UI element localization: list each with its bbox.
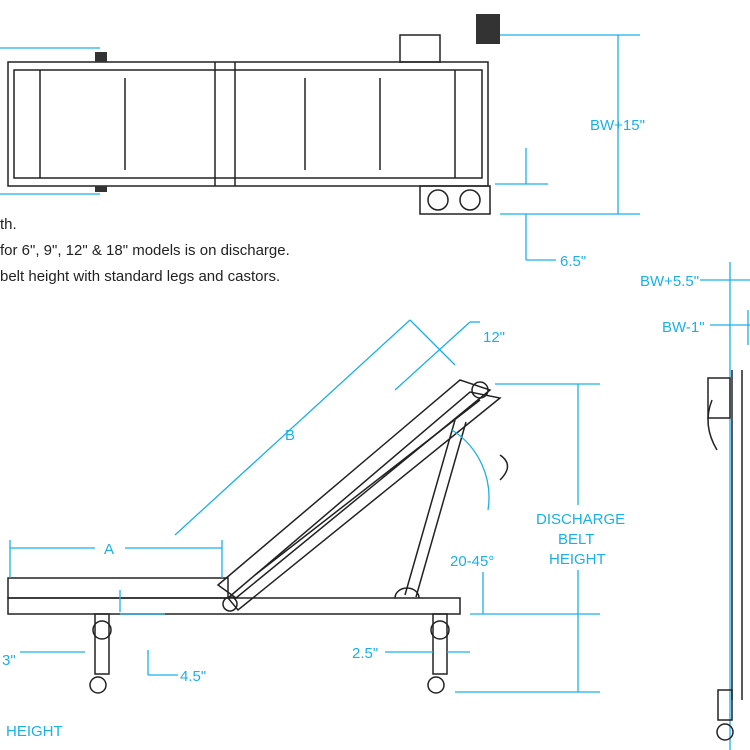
dim-2-5: 2.5"	[352, 645, 378, 662]
dim-bw-plus-5-5: BW+5.5"	[640, 273, 699, 290]
dim-discharge-1: DISCHARGE	[536, 511, 625, 528]
dim-12: 12"	[483, 329, 505, 346]
dim-3: 3"	[2, 652, 16, 669]
dim-a: A	[104, 541, 114, 558]
note-line-1: th.	[0, 216, 17, 233]
side-view-dimensions: 12" B A DISCHARGE BELT HEIGHT 20-45° 2.5…	[2, 319, 625, 740]
note-line-2: for 6", 9", 12" & 18" models is on disch…	[0, 242, 290, 259]
end-view: BW+5.5" BW-1"	[640, 262, 750, 750]
dim-bw-plus-15: BW+15"	[590, 117, 645, 134]
dim-angle: 20-45°	[450, 553, 494, 570]
dim-b: B	[285, 427, 295, 444]
side-view	[7, 379, 509, 694]
top-view-dimensions: BW+15" 6.5"	[0, 34, 645, 270]
dim-4-5: 4.5"	[180, 668, 206, 685]
dim-infeed-height: HEIGHT	[6, 723, 63, 740]
top-view	[7, 14, 500, 215]
dim-discharge-3: HEIGHT	[549, 551, 606, 568]
note-line-3: belt height with standard legs and casto…	[0, 268, 281, 285]
dim-bw-minus-1: BW-1"	[662, 319, 705, 336]
dim-6-5: 6.5"	[560, 253, 586, 270]
dim-discharge-2: BELT	[558, 531, 594, 548]
